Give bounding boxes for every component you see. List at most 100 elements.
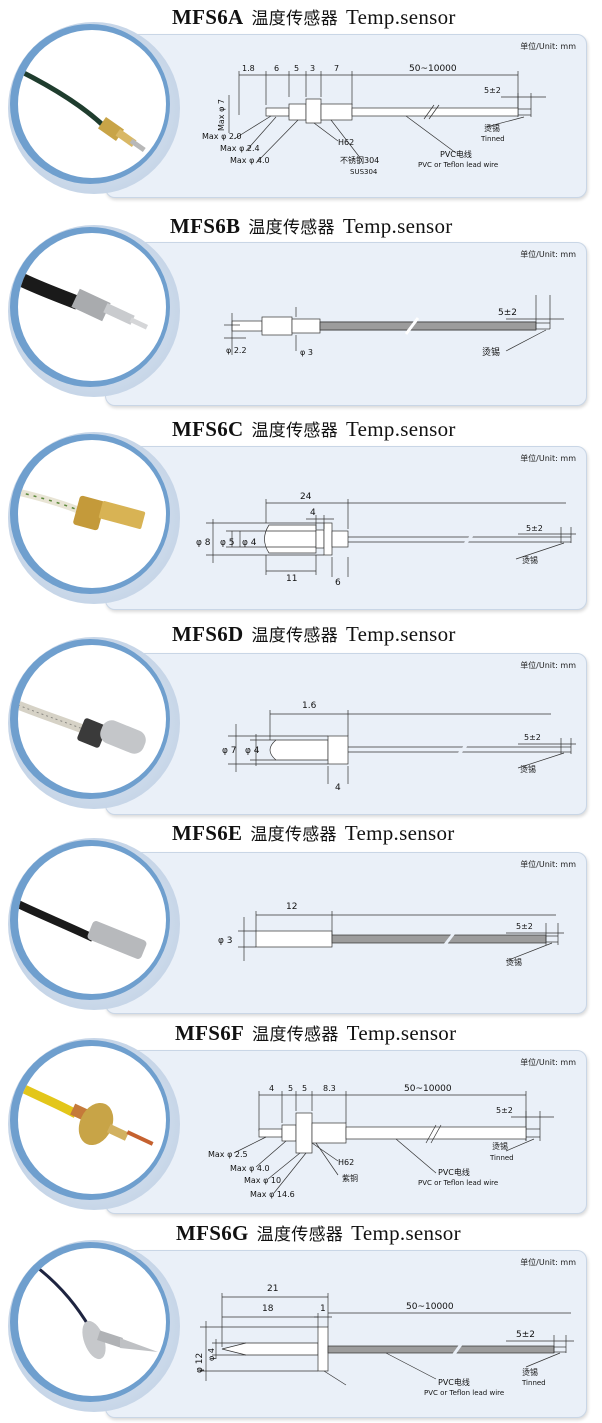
svg-text:50~10000: 50~10000 — [406, 1302, 454, 1312]
svg-text:φ 3: φ 3 — [300, 348, 313, 357]
technical-drawing: 24 4 φ 8 φ 5 φ 4 11 6 5±2 烫锡 — [196, 492, 576, 588]
steel-bullet-sensor-photo-icon — [18, 700, 146, 754]
drawing-panel: 单位/Unit: mm 12 φ 3 5±2 烫锡 — [105, 852, 587, 1014]
svg-text:Max φ 14.6: Max φ 14.6 — [250, 1190, 295, 1199]
svg-text:4: 4 — [310, 508, 316, 518]
drawing-panel: 单位/Unit: mm — [105, 34, 587, 198]
drawing-panel: 单位/Unit: mm φ 2.2 φ 3 5±2 — [105, 242, 587, 406]
svg-text:5: 5 — [294, 64, 299, 73]
technical-drawing: 12 φ 3 5±2 烫锡 — [218, 902, 564, 967]
svg-text:5±2: 5±2 — [484, 86, 501, 95]
svg-text:1.6: 1.6 — [302, 701, 317, 711]
drawing-panel: 单位/Unit: mm — [105, 1050, 587, 1214]
svg-text:PVC电线: PVC电线 — [438, 1377, 470, 1387]
svg-text:Max φ 2.5: Max φ 2.5 — [208, 1150, 248, 1159]
svg-text:11: 11 — [286, 574, 297, 584]
brass-flange-sensor-photo-icon — [18, 488, 146, 531]
steel-tube-sensor-photo-icon — [18, 900, 147, 959]
svg-text:5±2: 5±2 — [498, 308, 517, 318]
unit-label: 单位/Unit: mm — [520, 42, 576, 51]
photo-frame — [8, 225, 180, 397]
brass-hex-sensor-photo-icon — [18, 67, 146, 153]
unit-label: 单位/Unit: mm — [520, 454, 576, 463]
svg-text:Tinned: Tinned — [489, 1154, 514, 1162]
svg-text:Max φ 7: Max φ 7 — [217, 99, 226, 131]
svg-text:5: 5 — [288, 1084, 293, 1093]
svg-text:5±2: 5±2 — [524, 733, 541, 742]
svg-text:Max φ 2.0: Max φ 2.0 — [202, 132, 242, 141]
svg-text:Max φ 10: Max φ 10 — [244, 1176, 281, 1185]
svg-text:12: 12 — [286, 902, 297, 912]
svg-text:1: 1 — [320, 1304, 326, 1314]
svg-text:烫锡: 烫锡 — [506, 957, 522, 967]
svg-text:烫锡: 烫锡 — [522, 1367, 538, 1377]
svg-text:4: 4 — [269, 1084, 274, 1093]
steel-needle-sensor-photo-icon — [37, 1266, 158, 1360]
svg-text:5±2: 5±2 — [516, 1330, 535, 1340]
photo-frame — [8, 22, 180, 194]
photo-frame — [8, 1240, 180, 1412]
svg-text:PVC or Teflon lead wire: PVC or Teflon lead wire — [418, 161, 498, 169]
svg-text:H62: H62 — [338, 138, 354, 147]
svg-text:5±2: 5±2 — [526, 524, 543, 533]
photo-frame — [8, 637, 180, 809]
svg-text:5: 5 — [302, 1084, 307, 1093]
photo-frame — [8, 432, 180, 604]
svg-text:φ 2.2: φ 2.2 — [226, 346, 247, 355]
svg-text:21: 21 — [267, 1284, 278, 1294]
svg-text:3: 3 — [310, 64, 315, 73]
drawing-panel: 单位/Unit: mm 1.6 φ 7 — [105, 653, 587, 815]
svg-text:烫锡: 烫锡 — [492, 1141, 508, 1151]
svg-text:5±2: 5±2 — [496, 1106, 513, 1115]
svg-text:PVC or Teflon lead wire: PVC or Teflon lead wire — [418, 1179, 498, 1187]
svg-text:烫锡: 烫锡 — [522, 555, 538, 565]
svg-text:Max φ 4.0: Max φ 4.0 — [230, 1164, 270, 1173]
svg-text:H62: H62 — [338, 1158, 354, 1167]
svg-text:SUS304: SUS304 — [350, 168, 378, 176]
svg-text:1.8: 1.8 — [242, 64, 255, 73]
unit-label: 单位/Unit: mm — [520, 661, 576, 670]
drawing-panel: 单位/Unit: mm 2 — [105, 1250, 587, 1418]
svg-text:不锈钢304: 不锈钢304 — [340, 155, 379, 165]
svg-text:50~10000: 50~10000 — [404, 1084, 452, 1094]
svg-text:φ 5: φ 5 — [220, 538, 235, 548]
svg-text:Tinned: Tinned — [480, 135, 505, 143]
svg-text:24: 24 — [300, 492, 312, 502]
technical-drawing: φ 2.2 φ 3 5±2 烫锡 — [224, 295, 564, 358]
steel-probe-sensor-photo-icon — [18, 271, 149, 330]
unit-label: 单位/Unit: mm — [520, 1058, 576, 1067]
svg-text:8.3: 8.3 — [323, 1084, 336, 1093]
svg-text:Max φ 4.0: Max φ 4.0 — [230, 156, 270, 165]
unit-label: 单位/Unit: mm — [520, 1258, 576, 1267]
technical-drawing: 1.6 φ 7 φ 4 4 5±2 烫锡 — [222, 701, 576, 793]
svg-text:6: 6 — [274, 64, 279, 73]
svg-text:50~10000: 50~10000 — [409, 64, 457, 74]
svg-text:5±2: 5±2 — [516, 922, 533, 931]
svg-text:PVC or Teflon lead wire: PVC or Teflon lead wire — [424, 1389, 504, 1397]
technical-drawing: 21 18 1 50~10000 φ 12 φ 4 5±2 烫锡 Tinned … — [195, 1284, 574, 1397]
svg-text:Max φ 2.4: Max φ 2.4 — [220, 144, 260, 153]
svg-text:7: 7 — [334, 64, 339, 73]
brass-yellow-wire-sensor-photo-icon — [18, 1081, 154, 1146]
unit-label: 单位/Unit: mm — [520, 860, 576, 869]
photo-frame — [8, 1038, 180, 1210]
photo-frame — [8, 838, 180, 1010]
svg-text:PVC电线: PVC电线 — [438, 1167, 470, 1177]
svg-text:φ 8: φ 8 — [196, 538, 211, 548]
svg-text:φ 3: φ 3 — [218, 936, 233, 946]
svg-text:φ 4: φ 4 — [242, 538, 257, 548]
svg-text:烫锡: 烫锡 — [482, 347, 500, 358]
